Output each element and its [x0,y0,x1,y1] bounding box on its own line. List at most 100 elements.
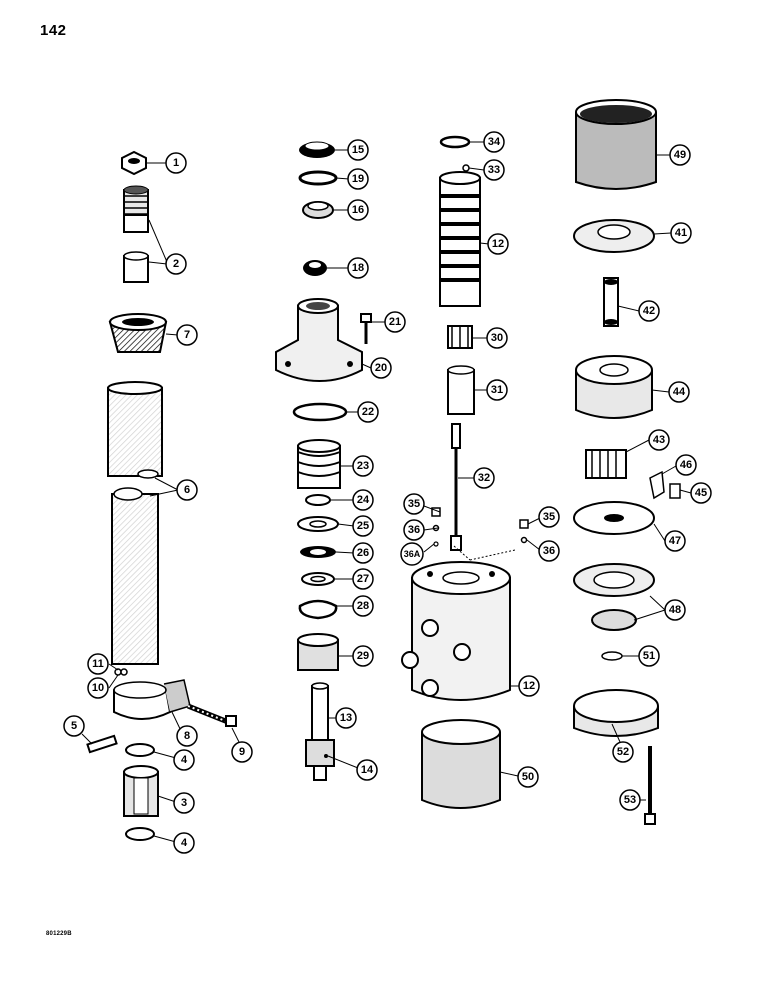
callout-43: 43 [648,429,670,451]
part-44-housing [575,355,653,419]
part-28-spring-washer [298,599,338,620]
callout-53: 53 [619,789,641,811]
svg-text:27: 27 [357,573,369,585]
part-8-clamp [113,679,191,720]
part-18-plug [303,260,327,276]
svg-text:15: 15 [352,144,364,156]
callout-25: 25 [352,515,374,537]
callout-35-right: 35 [538,506,560,528]
part-22-ring [292,402,348,422]
part-16-bushing [302,201,334,219]
part-6-column-tube [107,381,163,665]
svg-text:25: 25 [357,520,369,532]
part-9-bolt [187,703,237,727]
svg-text:52: 52 [617,746,629,758]
callout-12-spool: 12 [487,233,509,255]
svg-text:3: 3 [181,797,187,809]
part-51-ball [601,651,623,661]
svg-text:16: 16 [352,204,364,216]
svg-text:28: 28 [357,600,369,612]
part-43-rotor [585,449,627,479]
svg-text:49: 49 [674,149,686,161]
svg-text:21: 21 [389,316,401,328]
svg-text:23: 23 [357,460,369,472]
callout-12-body: 12 [518,675,540,697]
svg-text:19: 19 [352,173,364,185]
callout-36-left: 36 [403,519,425,541]
part-7-bearing-cup [108,313,168,353]
svg-text:26: 26 [357,547,369,559]
callout-26: 26 [352,542,374,564]
callout-10: 10 [87,677,109,699]
svg-text:46: 46 [680,459,692,471]
part-48-manifold [573,563,655,631]
callout-29: 29 [352,645,374,667]
callout-41: 41 [670,222,692,244]
part-52-end-cap [573,689,659,737]
svg-text:35: 35 [408,498,420,510]
callout-49: 49 [669,144,691,166]
part-34-snap-ring [439,135,471,149]
callout-34: 34 [483,131,505,153]
callout-4-upper: 4 [173,749,195,771]
svg-text:32: 32 [478,472,490,484]
callout-22: 22 [357,401,379,423]
svg-text:22: 22 [362,406,374,418]
callout-15: 15 [347,139,369,161]
svg-text:18: 18 [352,262,364,274]
callout-19: 19 [347,168,369,190]
svg-text:31: 31 [491,384,503,396]
part-47-plate [573,501,655,535]
part-4-rings [125,743,155,841]
part-5-pin [86,734,118,754]
callout-21: 21 [384,311,406,333]
svg-text:43: 43 [653,434,665,446]
callout-52: 52 [612,741,634,763]
svg-text:48: 48 [669,604,681,616]
callout-23: 23 [352,455,374,477]
part-13-shaft [305,682,335,781]
svg-text:4: 4 [181,837,188,849]
svg-text:10: 10 [92,682,104,694]
callout-20: 20 [370,357,392,379]
callout-47: 47 [664,530,686,552]
svg-text:13: 13 [340,712,352,724]
part-41-end-plate [573,219,655,253]
svg-text:24: 24 [357,494,370,506]
part-32-drive-shaft [450,423,462,551]
part-29-bushing [297,633,339,671]
svg-text:8: 8 [184,730,190,742]
svg-text:1: 1 [173,157,179,169]
svg-text:11: 11 [92,658,104,670]
part-10-11-pins [114,668,128,676]
part-27-washer [301,572,335,586]
callout-8: 8 [176,725,198,747]
callout-45: 45 [690,482,712,504]
part-19-ring [298,170,338,186]
part-50-sleeve [421,719,501,809]
callout-27: 27 [352,568,374,590]
part-3-bushing [123,765,159,817]
svg-text:35: 35 [543,511,555,523]
part-49-tube [575,99,657,190]
callout-18: 18 [347,257,369,279]
svg-text:14: 14 [361,764,374,776]
svg-text:53: 53 [624,794,636,806]
svg-text:34: 34 [488,136,501,148]
svg-text:9: 9 [239,746,245,758]
part-2-tube-assembly [123,185,149,283]
callout-13: 13 [335,707,357,729]
callout-36-right: 36 [538,540,560,562]
figure-code: 801229B [46,931,72,937]
part-24-clip [305,494,331,506]
svg-text:51: 51 [643,650,655,662]
part-30-coupling [447,325,473,349]
part-33-ball [462,164,470,172]
svg-text:50: 50 [522,771,534,783]
svg-text:29: 29 [357,650,369,662]
callout-7: 7 [176,324,198,346]
part-20-housing [275,298,363,382]
callout-46: 46 [675,454,697,476]
part-25-washer [297,516,339,532]
callout-5: 5 [63,715,85,737]
